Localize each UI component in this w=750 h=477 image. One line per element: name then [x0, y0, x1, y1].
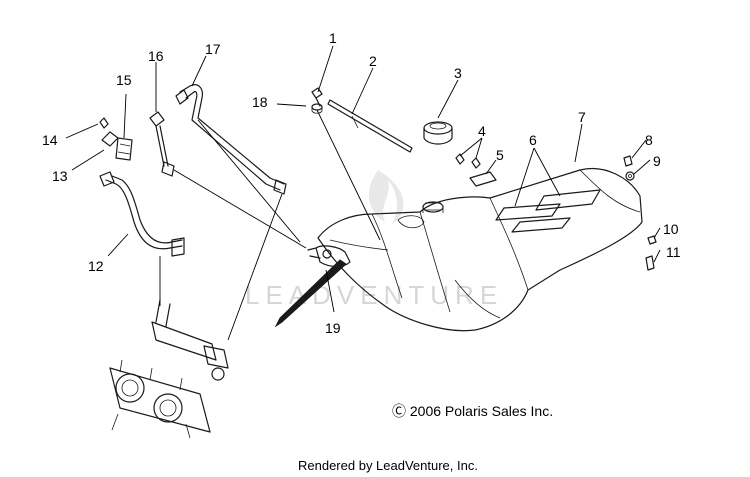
fuel-pump-assembly	[274, 245, 351, 328]
copyright-notice: Ⓒ 2006 Polaris Sales Inc.	[392, 403, 553, 419]
callouts: 1 2 3 4 5 6 7 8 9 10 11 12 13 14 15 16 1…	[42, 30, 681, 336]
callout-1: 1	[329, 30, 337, 46]
watermark-text: LEADVENTURE	[245, 280, 503, 310]
fuel-hose-12	[99, 171, 185, 257]
vent-hose	[311, 87, 413, 153]
callout-10: 10	[663, 221, 679, 237]
callout-8: 8	[645, 132, 653, 148]
callout-7: 7	[578, 109, 586, 125]
callout-16: 16	[148, 48, 164, 64]
callout-14: 14	[42, 132, 58, 148]
callout-12: 12	[88, 258, 104, 274]
fuel-cap	[423, 121, 453, 145]
callout-9: 9	[653, 153, 661, 169]
throttle-body-assembly	[109, 299, 229, 439]
fuel-hose-17	[175, 84, 287, 195]
footer-credit: Rendered by LeadVenture, Inc.	[298, 458, 478, 473]
bracket-and-nuts	[455, 153, 497, 187]
callout-19: 19	[325, 320, 341, 336]
callout-5: 5	[496, 147, 504, 163]
callout-17: 17	[205, 41, 221, 57]
callout-3: 3	[454, 65, 462, 81]
tank-hardware	[623, 155, 657, 271]
callout-2: 2	[369, 53, 377, 69]
callout-4: 4	[478, 123, 486, 139]
callout-15: 15	[116, 72, 132, 88]
fuel-tank	[317, 168, 643, 332]
callout-13: 13	[52, 168, 68, 184]
callout-18: 18	[252, 94, 268, 110]
callout-6: 6	[529, 132, 537, 148]
fuel-filter	[99, 111, 175, 177]
leader-lines	[65, 45, 661, 341]
callout-11: 11	[666, 244, 681, 260]
grommet	[311, 103, 323, 114]
watermark: LEADVENTURE	[245, 170, 503, 310]
